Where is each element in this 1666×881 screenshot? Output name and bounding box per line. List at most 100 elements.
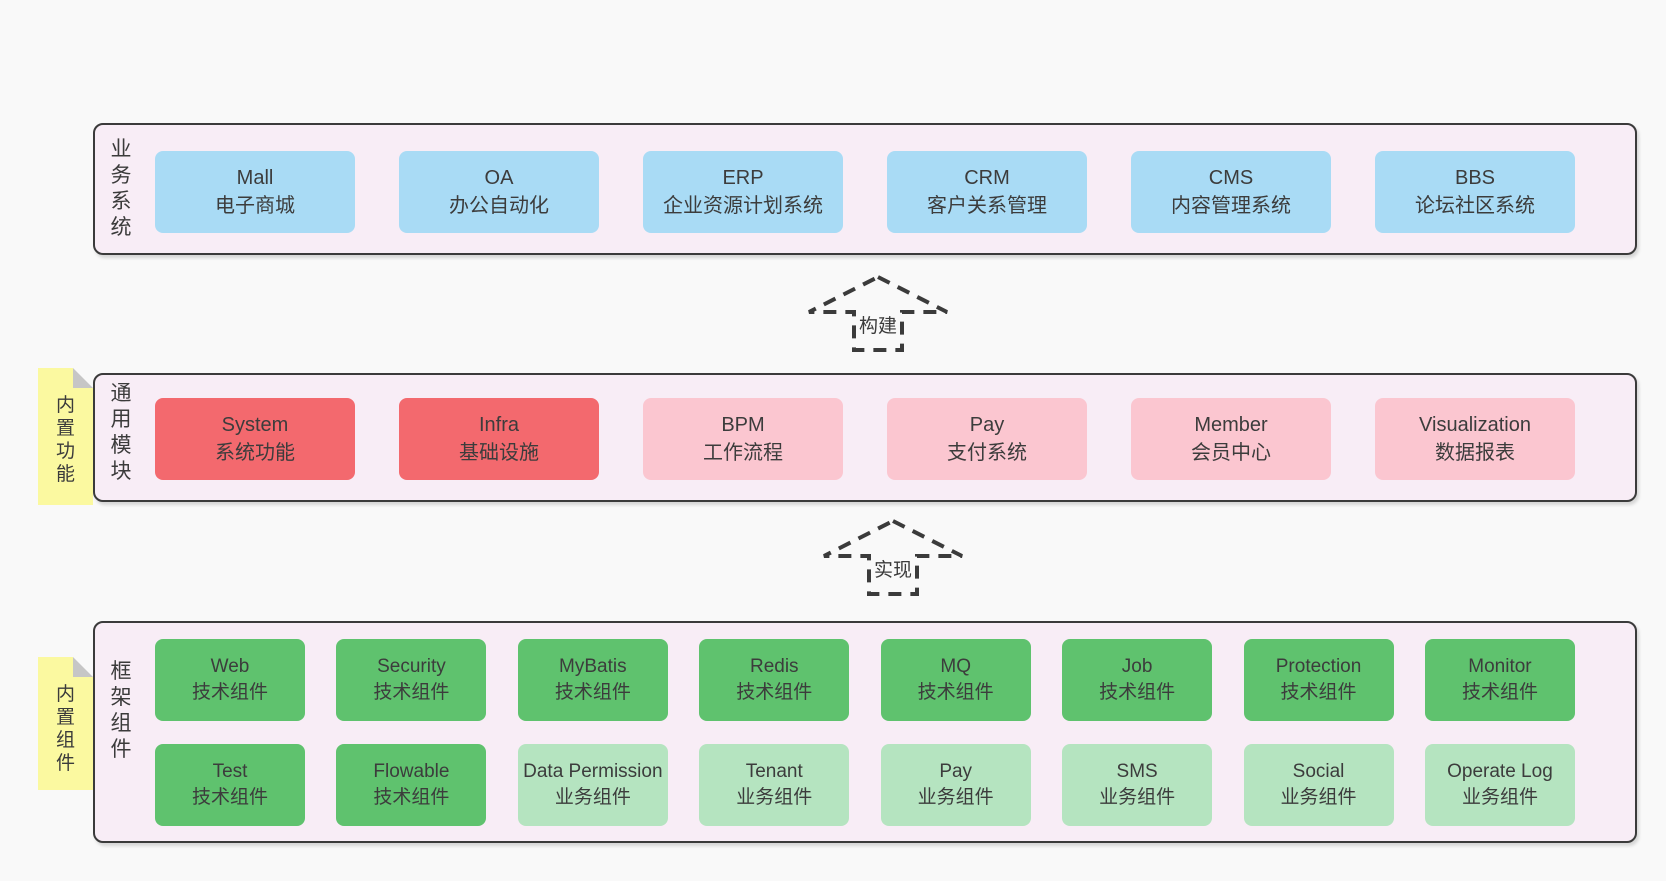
box-title: BBS xyxy=(1454,167,1496,189)
box-system: System 系统功能 xyxy=(155,398,355,480)
box-subtitle: 技术组件 xyxy=(1461,682,1538,703)
box-title: ERP xyxy=(722,167,764,189)
box-bpm: BPM 工作流程 xyxy=(643,398,843,480)
box-row: Web 技术组件 Security 技术组件 MyBatis 技术组件 Redi… xyxy=(155,639,1575,721)
box-pay-business: Pay 业务组件 xyxy=(880,744,1031,826)
sticky-note-label: 内置组件 xyxy=(55,684,75,774)
box-title: Social xyxy=(1292,761,1345,782)
box-subtitle: 论坛社区系统 xyxy=(1415,195,1535,217)
box-subtitle: 技术组件 xyxy=(917,682,994,703)
box-title: Tenant xyxy=(745,761,803,782)
box-subtitle: 电子商城 xyxy=(215,195,295,217)
box-bbs: BBS 论坛社区系统 xyxy=(1375,151,1575,233)
box-row: System 系统功能 Infra 基础设施 BPM 工作流程 Pay 支付系统… xyxy=(155,398,1575,480)
box-title: MyBatis xyxy=(559,656,627,677)
box-title: Redis xyxy=(749,656,799,677)
box-test: Test 技术组件 xyxy=(155,744,305,826)
arrow-label: 构建 xyxy=(855,311,901,338)
box-subtitle: 支付系统 xyxy=(947,442,1027,464)
box-title: Infra xyxy=(478,414,520,436)
box-subtitle: 数据报表 xyxy=(1435,442,1515,464)
box-subtitle: 技术组件 xyxy=(191,787,268,808)
box-subtitle: 基础设施 xyxy=(459,442,539,464)
box-crm: CRM 客户关系管理 xyxy=(887,151,1087,233)
box-flowable: Flowable 技术组件 xyxy=(336,744,487,826)
box-title: Pay xyxy=(969,414,1005,436)
box-pay: Pay 支付系统 xyxy=(887,398,1087,480)
box-title: CRM xyxy=(964,167,1010,189)
box-title: OA xyxy=(484,167,514,189)
box-monitor: Monitor 技术组件 xyxy=(1424,639,1575,721)
box-title: Security xyxy=(377,656,446,677)
box-subtitle: 业务组件 xyxy=(554,787,631,808)
box-title: Data Permission xyxy=(523,761,663,782)
box-title: Test xyxy=(212,761,248,782)
box-mq: MQ 技术组件 xyxy=(880,639,1031,721)
box-security: Security 技术组件 xyxy=(336,639,487,721)
box-title: CMS xyxy=(1208,167,1254,189)
box-subtitle: 技术组件 xyxy=(736,682,813,703)
box-subtitle: 技术组件 xyxy=(373,682,450,703)
box-subtitle: 业务组件 xyxy=(736,787,813,808)
box-title: Monitor xyxy=(1468,656,1532,677)
box-mall: Mall 电子商城 xyxy=(155,151,355,233)
box-subtitle: 业务组件 xyxy=(1461,787,1538,808)
box-subtitle: 技术组件 xyxy=(373,787,450,808)
build-arrow: 构建 xyxy=(806,274,950,354)
box-subtitle: 业务组件 xyxy=(1099,787,1176,808)
sticky-note-built-in-components: 内置组件 xyxy=(38,657,93,790)
box-title: Job xyxy=(1121,656,1153,677)
panel-common-modules: 通用模块 System 系统功能 Infra 基础设施 BPM 工作流程 Pay… xyxy=(93,373,1637,502)
box-member: Member 会员中心 xyxy=(1131,398,1331,480)
box-subtitle: 工作流程 xyxy=(703,442,783,464)
box-infra: Infra 基础设施 xyxy=(399,398,599,480)
box-cms: CMS 内容管理系统 xyxy=(1131,151,1331,233)
panel-framework-components: 框架组件 Web 技术组件 Security 技术组件 MyBatis 技术组件… xyxy=(93,621,1637,843)
box-operate-log: Operate Log 业务组件 xyxy=(1424,744,1575,826)
box-title: MQ xyxy=(940,656,971,677)
box-visualization: Visualization 数据报表 xyxy=(1375,398,1575,480)
box-title: Flowable xyxy=(373,761,450,782)
sticky-note-label: 内置功能 xyxy=(55,395,75,485)
box-row: Test 技术组件 Flowable 技术组件 Data Permission … xyxy=(155,744,1575,826)
box-subtitle: 技术组件 xyxy=(1099,682,1176,703)
box-data-permission: Data Permission 业务组件 xyxy=(517,744,668,826)
box-mybatis: MyBatis 技术组件 xyxy=(517,639,668,721)
box-title: BPM xyxy=(721,414,765,436)
panel-business-systems: 业务系统 Mall 电子商城 OA 办公自动化 ERP 企业资源计划系统 CRM… xyxy=(93,123,1637,255)
box-protection: Protection 技术组件 xyxy=(1243,639,1394,721)
panel-title: 通用模块 xyxy=(110,382,132,483)
sticky-note-built-in-features: 内置功能 xyxy=(38,368,93,505)
up-arrow-icon xyxy=(823,518,963,596)
box-title: Visualization xyxy=(1419,414,1531,436)
box-social: Social 业务组件 xyxy=(1243,744,1394,826)
implement-arrow: 实现 xyxy=(821,518,965,598)
box-job: Job 技术组件 xyxy=(1062,639,1213,721)
box-subtitle: 业务组件 xyxy=(917,787,994,808)
box-subtitle: 企业资源计划系统 xyxy=(663,195,823,217)
box-title: Web xyxy=(210,656,250,677)
box-title: System xyxy=(221,414,289,436)
box-title: Mall xyxy=(236,167,274,189)
box-subtitle: 客户关系管理 xyxy=(927,195,1047,217)
box-title: Pay xyxy=(939,761,973,782)
box-subtitle: 办公自动化 xyxy=(449,195,549,217)
box-title: SMS xyxy=(1116,761,1158,782)
box-sms: SMS 业务组件 xyxy=(1062,744,1213,826)
box-title: Operate Log xyxy=(1447,761,1553,782)
box-title: Member xyxy=(1194,414,1268,436)
box-row: Mall 电子商城 OA 办公自动化 ERP 企业资源计划系统 CRM 客户关系… xyxy=(155,151,1575,233)
box-tenant: Tenant 业务组件 xyxy=(699,744,850,826)
arrow-label: 实现 xyxy=(870,555,916,582)
box-erp: ERP 企业资源计划系统 xyxy=(643,151,843,233)
box-subtitle: 会员中心 xyxy=(1191,442,1271,464)
box-subtitle: 技术组件 xyxy=(554,682,631,703)
box-title: Protection xyxy=(1275,656,1362,677)
box-subtitle: 业务组件 xyxy=(1280,787,1357,808)
panel-title: 框架组件 xyxy=(110,660,132,761)
box-web: Web 技术组件 xyxy=(155,639,305,721)
box-oa: OA 办公自动化 xyxy=(399,151,599,233)
box-subtitle: 内容管理系统 xyxy=(1171,195,1291,217)
box-subtitle: 技术组件 xyxy=(1280,682,1357,703)
